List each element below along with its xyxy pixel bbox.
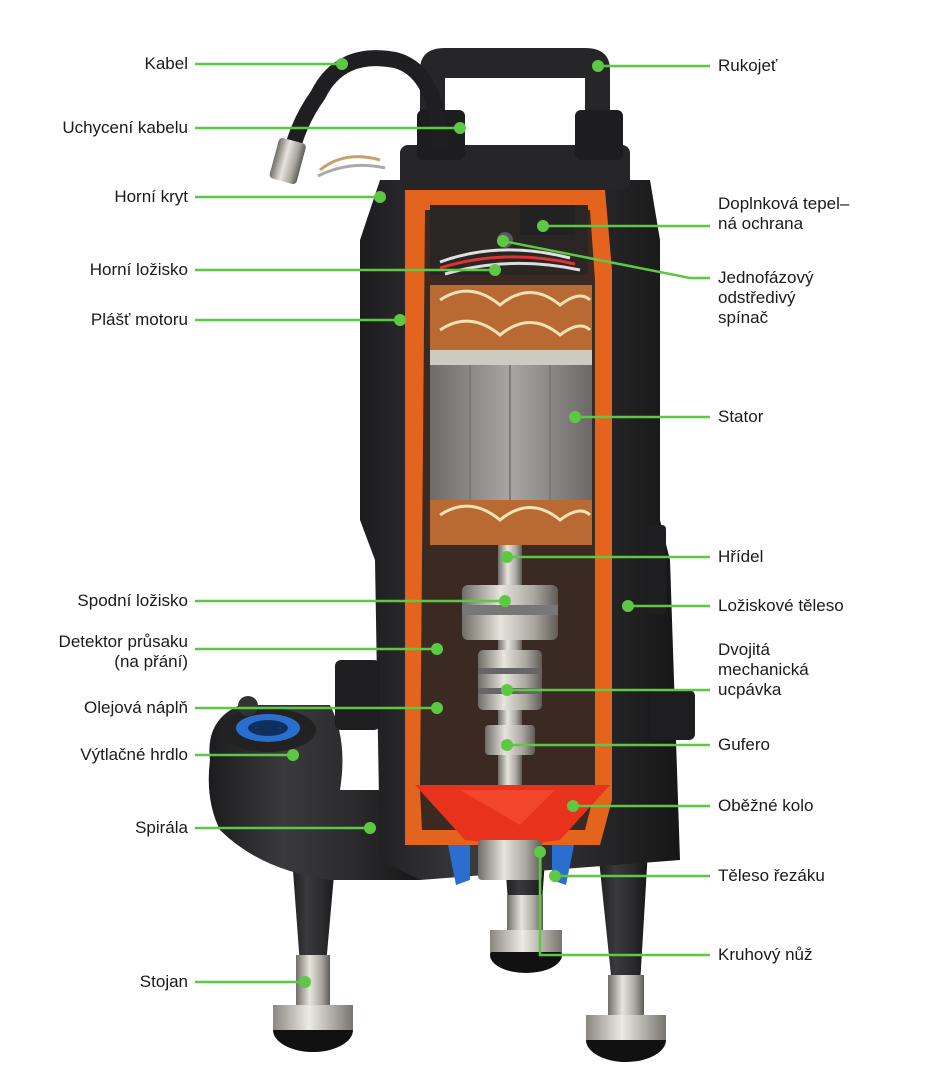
label-line: Doplnková tepel– xyxy=(718,194,849,214)
label-line: Detektor průsaku xyxy=(59,632,188,652)
label-dvojita-ucpavka: Dvojitá mechanická ucpávka xyxy=(718,640,809,700)
stator-core xyxy=(430,365,592,500)
label-stator: Stator xyxy=(718,407,763,427)
label-olejova-napln: Olejová náplň xyxy=(84,698,188,718)
label-line: Dvojitá xyxy=(718,640,809,660)
label-stojan: Stojan xyxy=(140,972,188,992)
label-horni-kryt: Horní kryt xyxy=(114,187,188,207)
label-line: odstředivý xyxy=(718,288,813,308)
label-line: Stojan xyxy=(140,972,188,992)
windings-lower xyxy=(430,500,592,545)
label-line: Ložiskové těleso xyxy=(718,596,844,616)
label-rukojet: Rukojeť xyxy=(718,56,777,76)
label-doplnkova-ochrana: Doplnková tepel– ná ochrana xyxy=(718,194,849,234)
windings-upper xyxy=(430,285,592,365)
label-line: Hřídel xyxy=(718,547,763,567)
label-line: mechanická xyxy=(718,660,809,680)
label-line: ná ochrana xyxy=(718,214,849,234)
label-spodni-lozisko: Spodní ložisko xyxy=(77,591,188,611)
label-line: Olejová náplň xyxy=(84,698,188,718)
label-line: Horní kryt xyxy=(114,187,188,207)
label-detektor-prusaku: Detektor průsaku (na přání) xyxy=(59,632,188,672)
label-line: spínač xyxy=(718,308,813,328)
label-line: Uchycení kabelu xyxy=(62,118,188,138)
label-line: Gufero xyxy=(718,735,770,755)
label-teleso-rezaku: Těleso řezáku xyxy=(718,866,825,886)
label-spirala: Spirála xyxy=(135,818,188,838)
label-loziskove-teleso: Ložiskové těleso xyxy=(718,596,844,616)
label-uchyceni-kabelu: Uchycení kabelu xyxy=(62,118,188,138)
label-line: Výtlačné hrdlo xyxy=(80,745,188,765)
label-line: Jednofázový xyxy=(718,268,813,288)
label-line: (na přání) xyxy=(59,652,188,672)
label-kabel: Kabel xyxy=(145,54,188,74)
label-vytlacne-hrdlo: Výtlačné hrdlo xyxy=(80,745,188,765)
label-gufero: Gufero xyxy=(718,735,770,755)
label-kruhovy-nuz: Kruhový nůž xyxy=(718,945,813,965)
label-line: Spirála xyxy=(135,818,188,838)
label-line: Horní ložisko xyxy=(90,260,188,280)
label-plast-motoru: Plášť motoru xyxy=(91,310,188,330)
label-jednofazovy-spinac: Jednofázový odstředivý spínač xyxy=(718,268,813,328)
top-cavity xyxy=(430,205,588,275)
label-horni-lozisko: Horní ložisko xyxy=(90,260,188,280)
label-line: Oběžné kolo xyxy=(718,796,813,816)
label-line: Plášť motoru xyxy=(91,310,188,330)
handle xyxy=(417,48,623,160)
label-line: Kabel xyxy=(145,54,188,74)
label-line: Stator xyxy=(718,407,763,427)
label-line: Rukojeť xyxy=(718,56,777,76)
label-line: Spodní ložisko xyxy=(77,591,188,611)
label-line: Těleso řezáku xyxy=(718,866,825,886)
label-obezne-kolo: Oběžné kolo xyxy=(718,796,813,816)
label-hridel: Hřídel xyxy=(718,547,763,567)
label-line: ucpávka xyxy=(718,680,809,700)
label-line: Kruhový nůž xyxy=(718,945,813,965)
